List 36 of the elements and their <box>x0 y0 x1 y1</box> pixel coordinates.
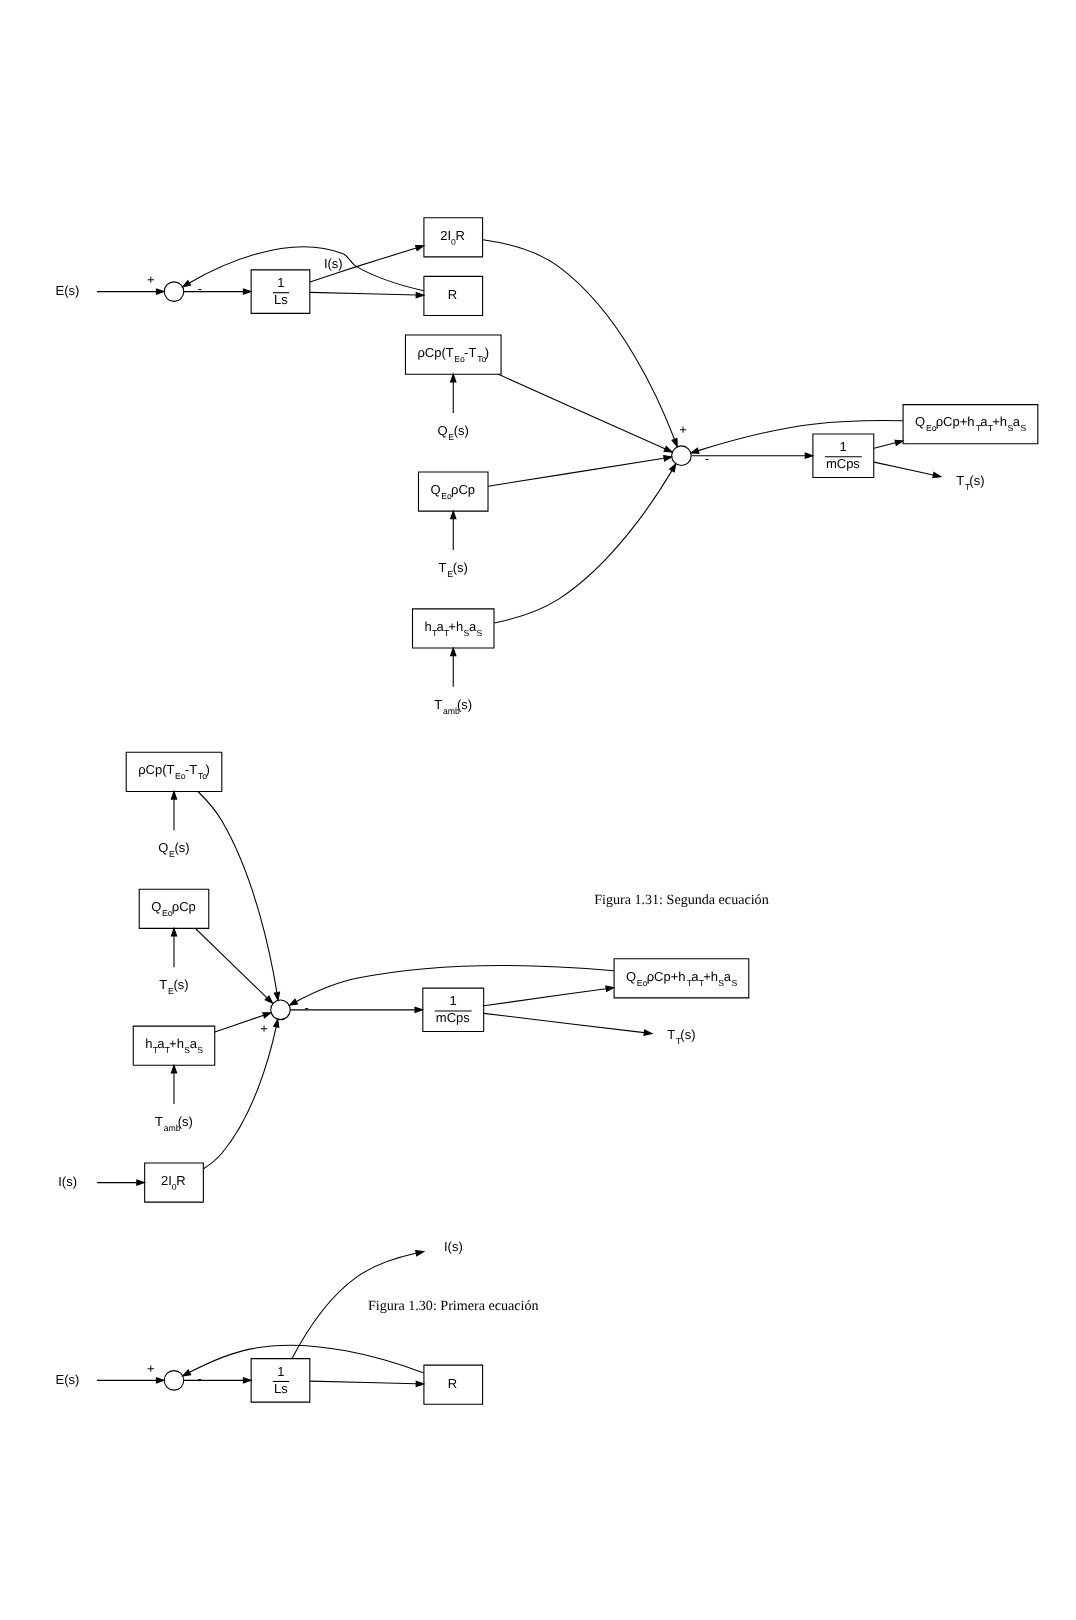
arrow <box>170 788 178 830</box>
arrow <box>183 1375 253 1383</box>
node-circle <box>270 998 291 1020</box>
node-circle <box>671 444 692 465</box>
arrow <box>309 1379 426 1387</box>
arrow <box>197 789 281 1001</box>
arrow <box>288 964 615 1005</box>
arrow <box>483 1011 654 1035</box>
arrow <box>96 287 166 295</box>
arrow <box>873 438 905 448</box>
node-circle <box>163 1369 185 1390</box>
arrow <box>449 508 457 550</box>
arrow <box>309 290 426 298</box>
arrow <box>96 1178 147 1186</box>
arrow <box>482 238 678 448</box>
arrow <box>202 1016 280 1169</box>
arrow <box>873 460 943 478</box>
arrow <box>181 1343 425 1376</box>
arrow <box>289 1005 425 1013</box>
node-circle <box>163 280 185 301</box>
arrow <box>214 1011 273 1032</box>
arrow <box>497 372 674 452</box>
arrow <box>195 927 274 1004</box>
arrow <box>291 1248 426 1359</box>
arrow <box>493 461 677 623</box>
arrow <box>449 645 457 687</box>
arrow <box>309 243 426 282</box>
arrow <box>483 984 616 1006</box>
arrow <box>487 453 674 486</box>
arrow <box>689 419 904 453</box>
arrow <box>96 1375 166 1383</box>
arrow <box>449 371 457 413</box>
arrow <box>170 1062 178 1104</box>
arrow <box>183 287 253 295</box>
arrow <box>691 451 815 459</box>
arrow <box>170 925 178 967</box>
